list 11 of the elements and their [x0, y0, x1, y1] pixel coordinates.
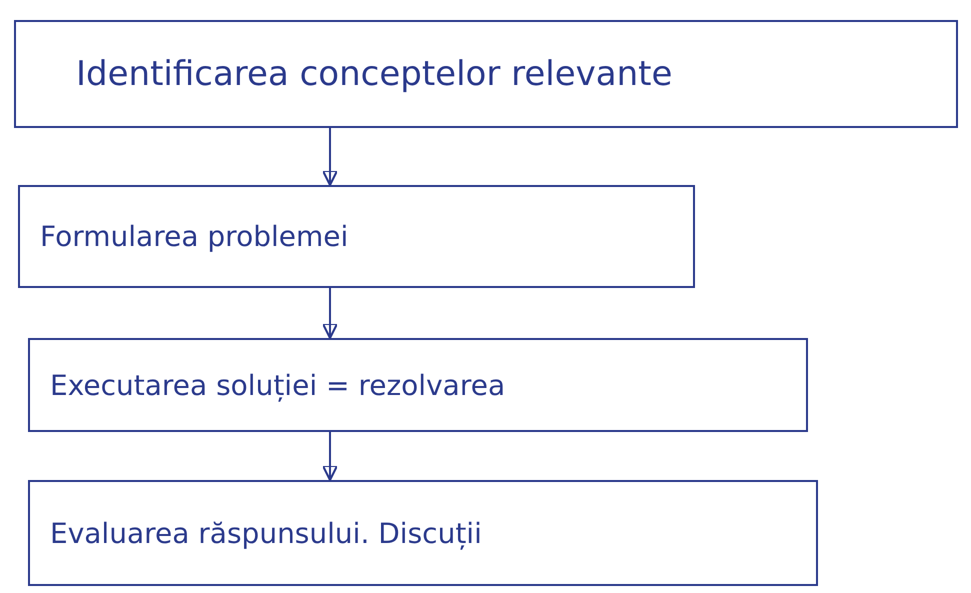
- step-text: Identificarea conceptelor relevante: [76, 54, 672, 94]
- step-text: Formularea problemei: [40, 220, 348, 253]
- process-box: [28, 480, 818, 586]
- arrow: [322, 432, 338, 482]
- step-text: Evaluarea răspunsului. Discuții: [50, 516, 482, 550]
- arrow: [322, 128, 338, 186]
- process-box: [18, 185, 695, 288]
- process-box: [14, 20, 958, 128]
- step-text: Executarea soluției = rezolvarea: [50, 368, 506, 402]
- arrow: [322, 288, 338, 340]
- process-box: [28, 338, 808, 432]
